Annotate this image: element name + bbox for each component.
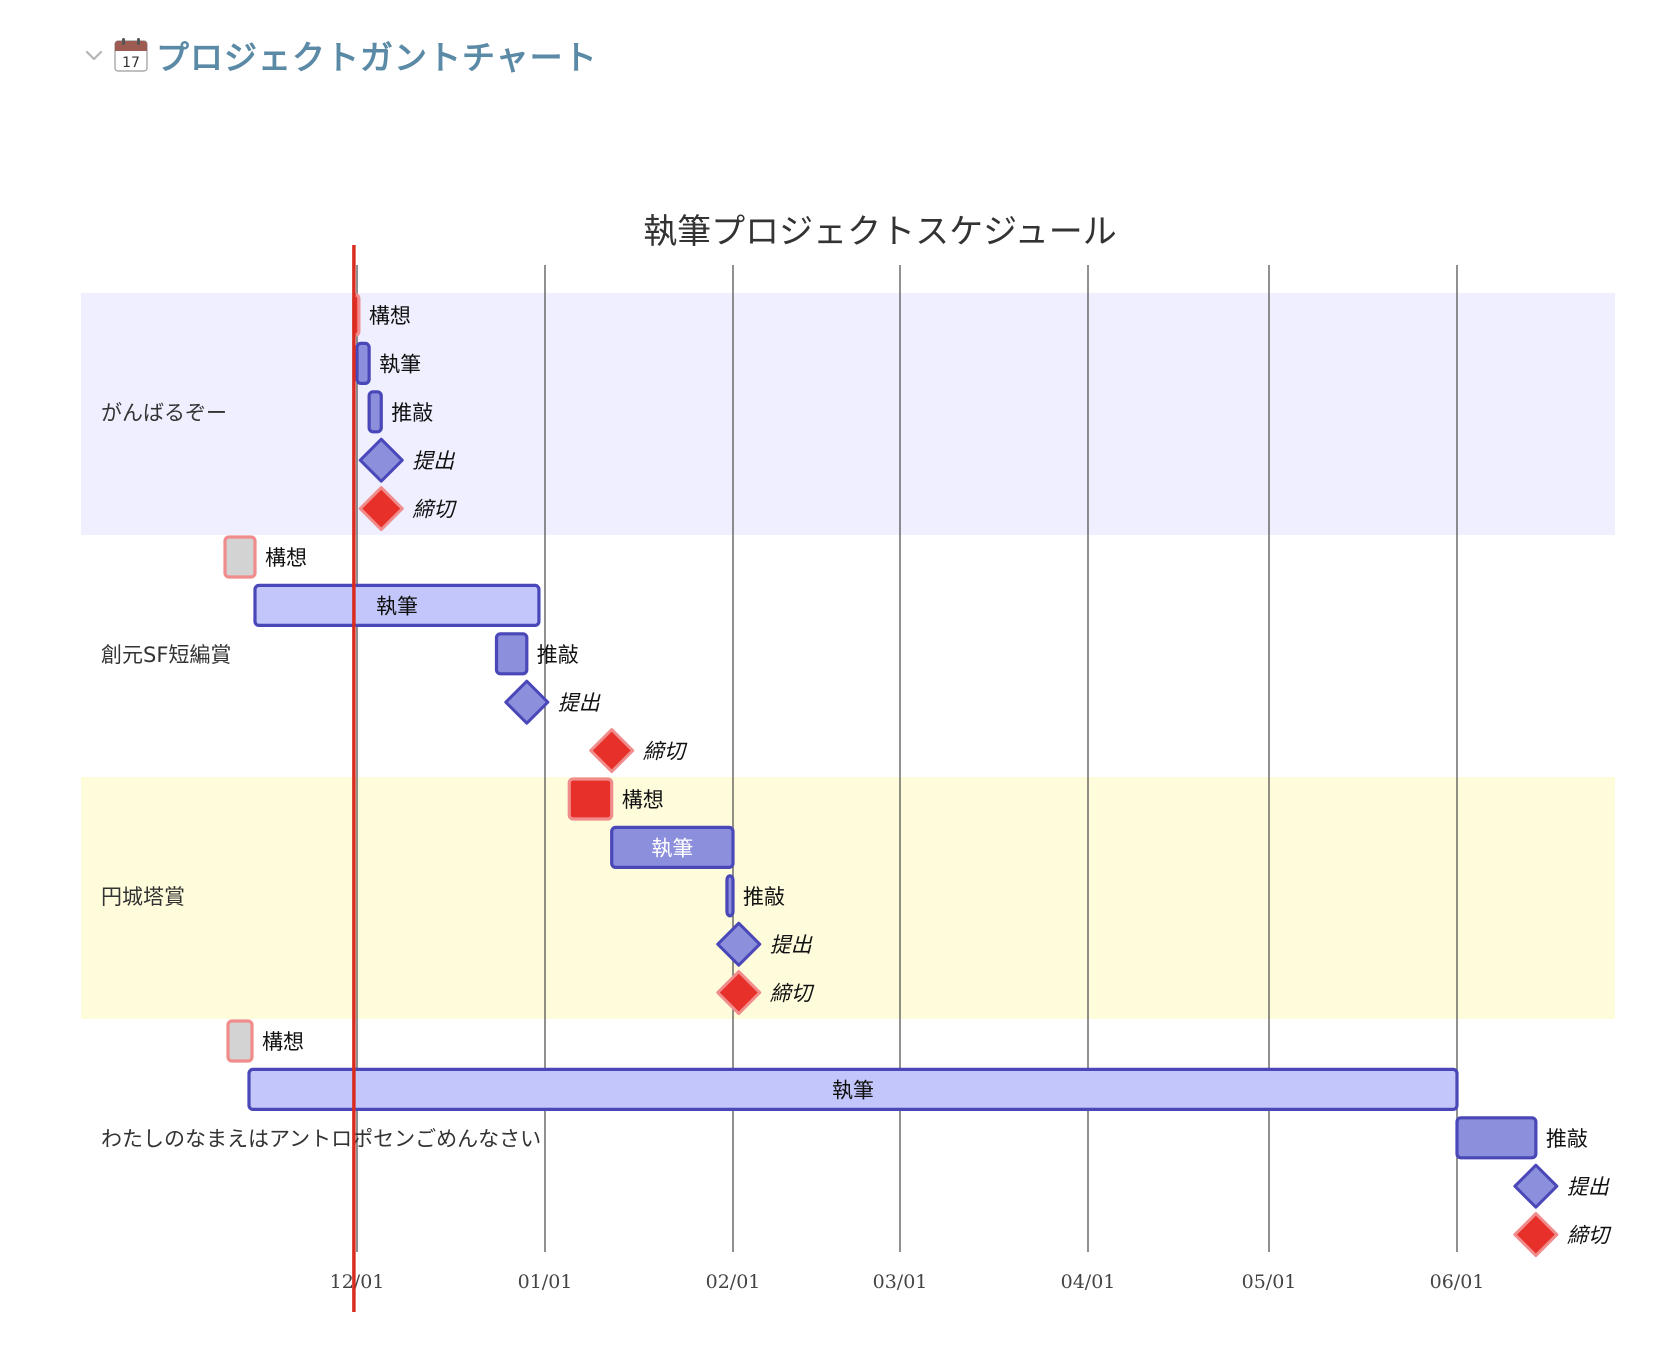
milestone-marker[interactable] — [504, 679, 550, 725]
task-label: 構想 — [265, 546, 307, 570]
task-label: 構想 — [369, 304, 411, 328]
x-tick-label: 01/01 — [518, 1271, 573, 1293]
milestone-marker[interactable] — [1513, 1212, 1559, 1258]
task-bar[interactable] — [725, 874, 735, 918]
milestone-label: 提出 — [1567, 1175, 1610, 1199]
chart-title: 執筆プロジェクトスケジュール — [643, 212, 1117, 252]
x-tick-label: 05/01 — [1242, 1271, 1297, 1293]
milestone-label: 提出 — [412, 449, 455, 473]
x-tick-label: 02/01 — [706, 1271, 761, 1293]
milestone-label: 提出 — [770, 933, 813, 957]
section-label: わたしのなまえはアントロポセンごめんなさい — [101, 1127, 541, 1151]
milestone-marker[interactable] — [716, 921, 762, 967]
task-label: 推敲 — [1546, 1127, 1588, 1151]
milestone-label: 締切 — [643, 740, 688, 764]
milestone-label: 締切 — [1567, 1224, 1612, 1248]
chevron-down-icon[interactable] — [82, 43, 106, 67]
task-label: 執筆 — [651, 836, 693, 860]
milestone-marker[interactable] — [1513, 1163, 1559, 1209]
task-bar[interactable] — [253, 583, 541, 628]
task-bar[interactable] — [567, 777, 614, 821]
task-bar[interactable] — [610, 825, 735, 870]
section-label: 円城塔賞 — [101, 885, 185, 909]
milestone-marker[interactable] — [358, 437, 404, 483]
task-label: 執筆 — [376, 594, 418, 618]
milestone-label: 提出 — [558, 691, 601, 715]
milestone-marker[interactable] — [589, 728, 635, 774]
task-label: 執筆 — [379, 352, 421, 376]
x-tick-label: 12/01 — [330, 1271, 385, 1293]
section-label: がんばるぞー — [101, 401, 227, 425]
milestone-label: 締切 — [412, 498, 457, 522]
milestone-marker[interactable] — [716, 970, 762, 1016]
task-bar[interactable] — [1455, 1116, 1538, 1160]
section-label: 創元SF短編賞 — [101, 643, 231, 667]
x-tick-label: 03/01 — [873, 1271, 928, 1293]
section-band — [81, 293, 1615, 535]
section-band — [81, 777, 1615, 1019]
task-bar[interactable] — [494, 632, 529, 676]
task-bar[interactable] — [367, 390, 383, 434]
milestone-marker[interactable] — [358, 486, 404, 532]
task-label: 推敲 — [537, 643, 579, 667]
section-band — [81, 535, 1615, 777]
task-label: 構想 — [262, 1030, 304, 1054]
page-heading: 17 プロジェクトガントチャート — [82, 30, 598, 80]
task-bar[interactable] — [355, 341, 371, 385]
svg-text:17: 17 — [122, 55, 140, 71]
task-bar[interactable] — [226, 1019, 254, 1063]
heading-title: プロジェクトガントチャート — [156, 38, 598, 77]
task-label: 構想 — [622, 788, 664, 812]
section-band — [81, 1019, 1615, 1261]
milestone-label: 締切 — [770, 982, 815, 1006]
task-label: 推敲 — [391, 401, 433, 425]
task-bar[interactable] — [223, 535, 257, 579]
x-tick-label: 04/01 — [1061, 1271, 1116, 1293]
calendar-icon: 17 — [112, 36, 150, 74]
task-bar[interactable] — [247, 1067, 1459, 1112]
task-label: 執筆 — [832, 1078, 874, 1102]
x-tick-label: 06/01 — [1430, 1271, 1485, 1293]
task-label: 推敲 — [743, 885, 785, 909]
